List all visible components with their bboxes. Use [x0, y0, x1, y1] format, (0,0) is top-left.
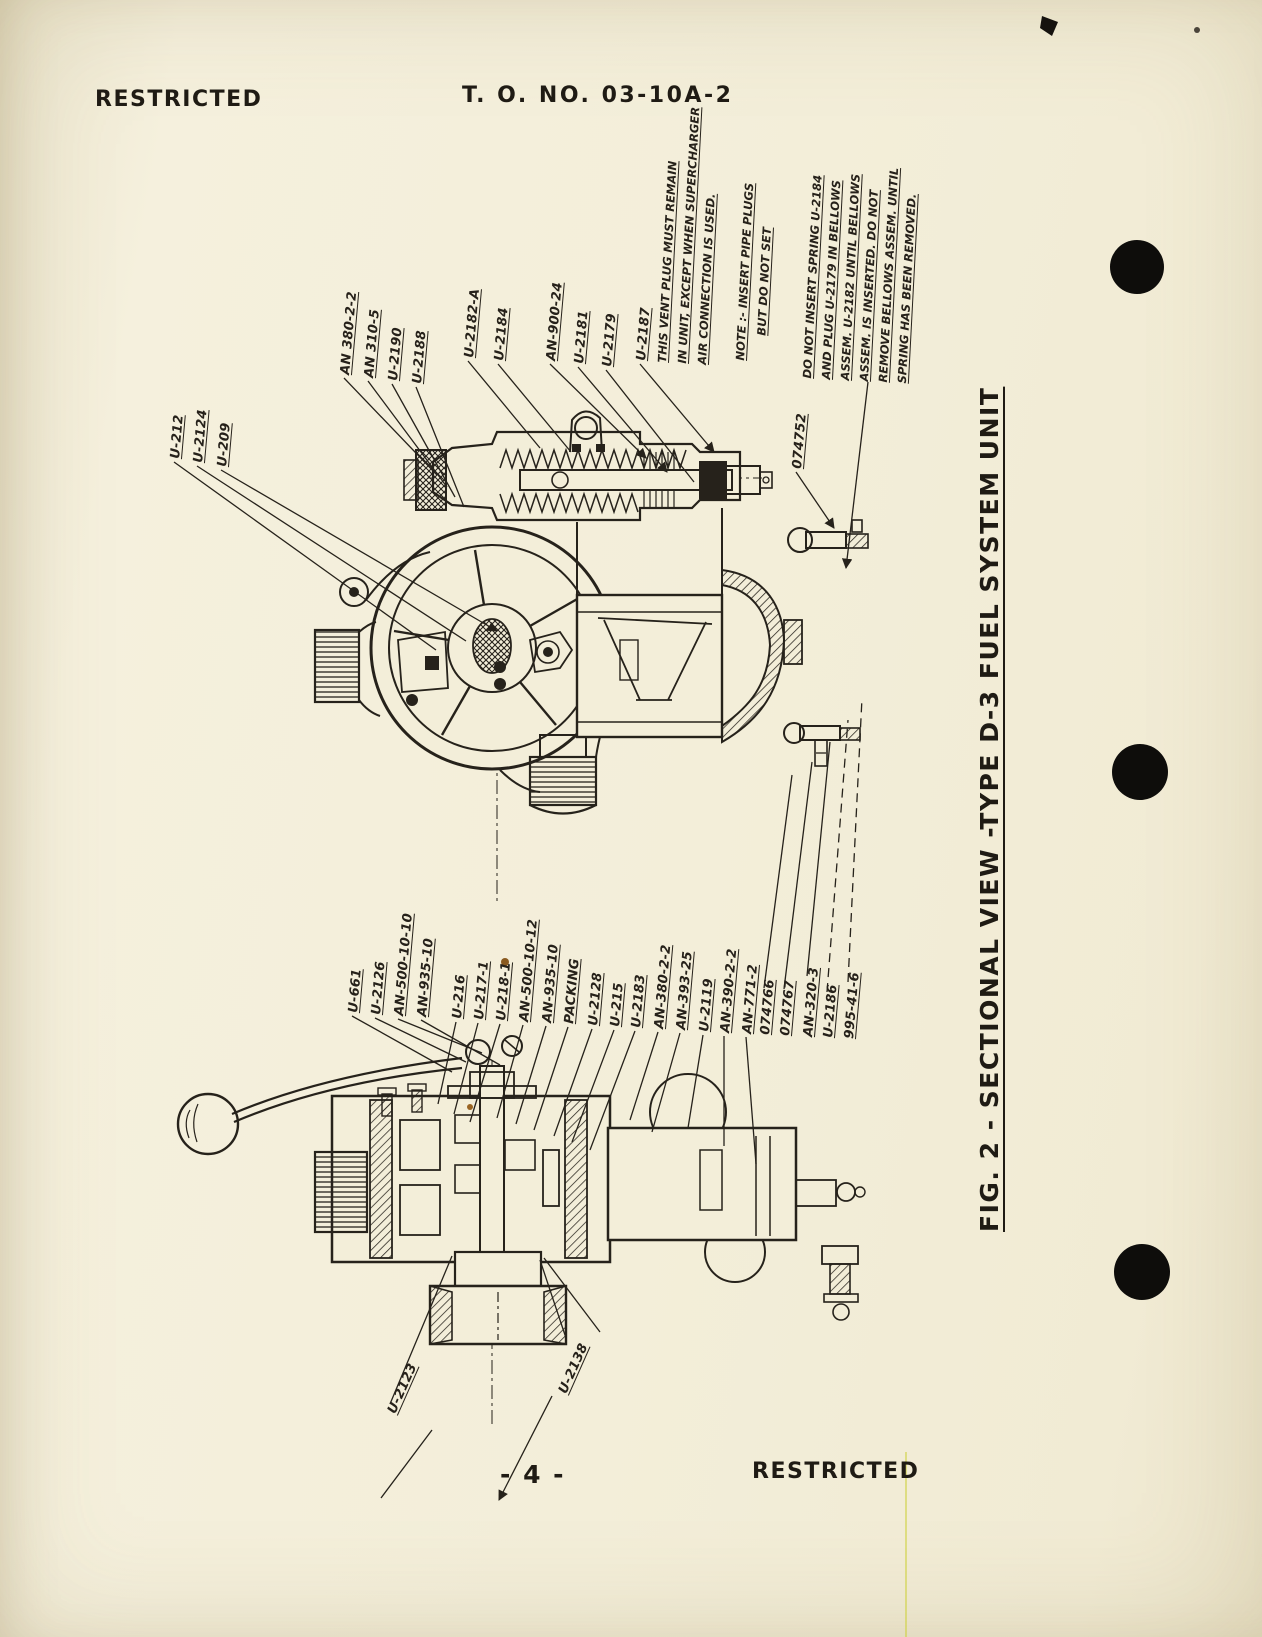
punch-hole-icon [1112, 744, 1168, 800]
page-number: - 4 - [500, 1460, 566, 1489]
punch-hole-icon [1114, 1244, 1170, 1300]
upper-assembly-drawing [313, 410, 869, 905]
figure-caption: FIG. 2 - SECTIONAL VIEW -TYPE D-3 FUEL S… [975, 386, 1004, 1232]
lower-assembly-drawing [176, 1035, 866, 1425]
punch-holes [1110, 240, 1170, 1300]
punch-hole-icon [1110, 240, 1164, 294]
bellows-caution-note: DO NOT INSERT SPRING U-2184 AND PLUG U-2… [799, 167, 919, 384]
classification-footer: RESTRICTED [752, 1459, 920, 1484]
scan-artifacts [467, 16, 1200, 1637]
classification-header: RESTRICTED [95, 87, 263, 112]
technical-order-number: T. O. NO. 03-10A-2 [462, 83, 734, 108]
leader-lines-upper [173, 360, 869, 651]
leader-lines-lower [351, 697, 863, 1501]
